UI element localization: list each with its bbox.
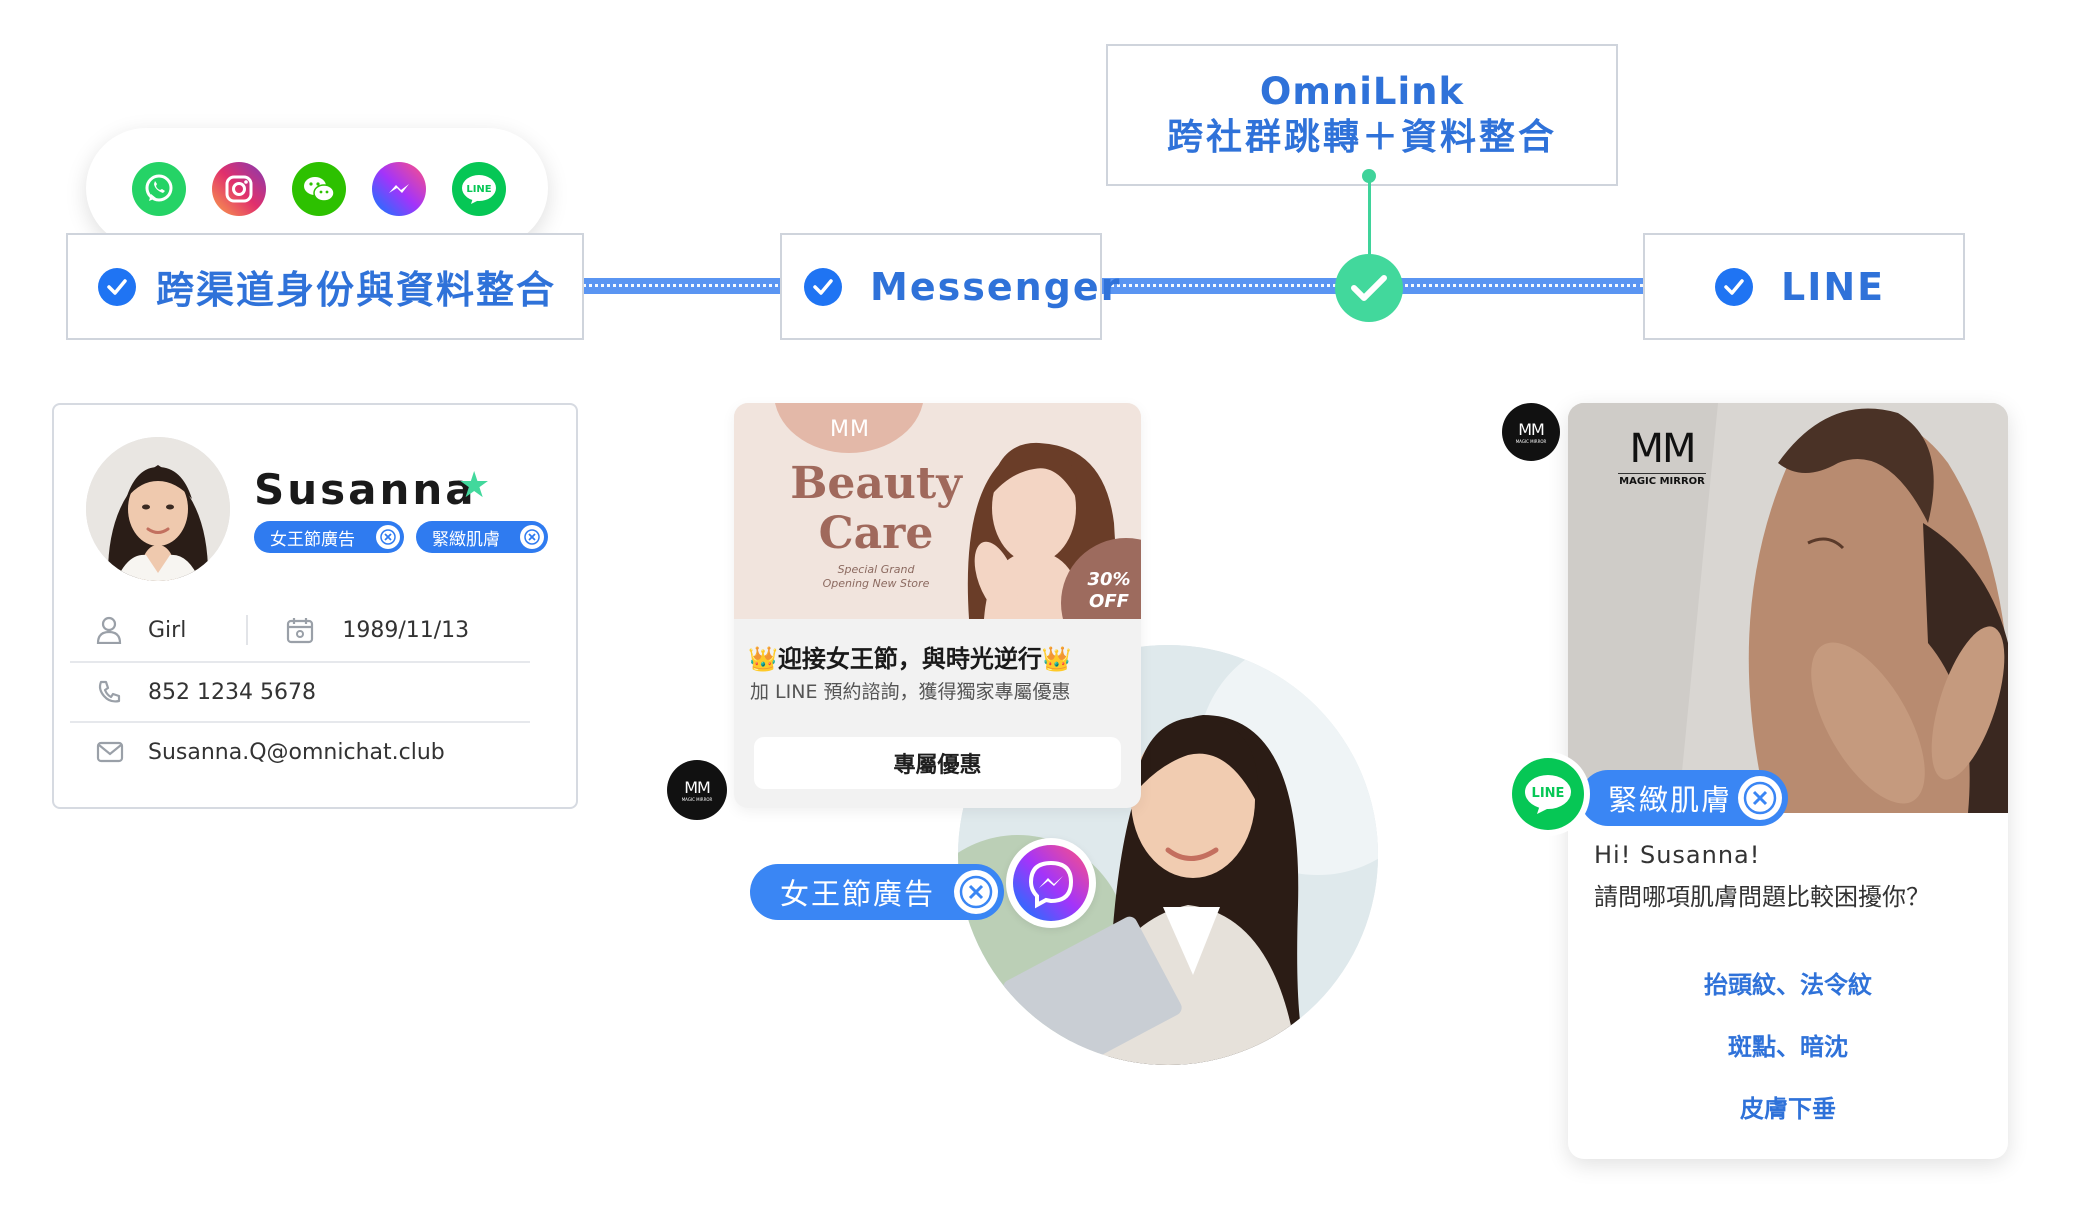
instagram-icon bbox=[212, 162, 266, 216]
brand-logo: MM MAGIC MIRROR bbox=[667, 760, 727, 820]
check-circle-icon bbox=[804, 267, 842, 306]
phone-value: 852 1234 5678 bbox=[148, 679, 316, 705]
connector-dots bbox=[576, 284, 1644, 287]
line-message-card: MM MAGIC MIRROR Hi! Susanna! 請問哪項肌膚問題比較困… bbox=[1568, 403, 2008, 1159]
brand-logo: MM MAGIC MIRROR bbox=[1502, 403, 1560, 461]
brand-logo-mark: MM bbox=[1518, 420, 1545, 439]
phone-icon bbox=[98, 680, 121, 703]
email-value: Susanna.Q@omnichat.club bbox=[148, 739, 445, 765]
gender-value: Girl bbox=[148, 617, 187, 643]
divider bbox=[246, 615, 249, 645]
brand-mark: MM bbox=[830, 417, 870, 442]
step-identity-label: 跨渠道身份與資料整合 bbox=[156, 268, 557, 312]
line-icon-text: LINE bbox=[1532, 786, 1565, 801]
remove-tag-icon[interactable] bbox=[1738, 776, 1782, 820]
step-messenger-label: Messenger bbox=[870, 264, 1122, 309]
ad-headline: 👑迎接女王節，與時光逆行👑 bbox=[748, 645, 1072, 673]
banner-subtitle-line1: Special Grand bbox=[837, 563, 915, 576]
brand-logo-name: MAGIC MIRROR bbox=[681, 797, 713, 802]
brand-logo-name: MAGIC MIRROR bbox=[1619, 476, 1705, 487]
step-line-label: LINE bbox=[1781, 264, 1886, 309]
step-line: LINE bbox=[1643, 233, 1965, 340]
profile-row-phone: 852 1234 5678 bbox=[70, 663, 530, 721]
customer-name: Susanna bbox=[254, 465, 477, 514]
line-icon-text: LINE bbox=[466, 184, 491, 195]
remove-tag-icon[interactable] bbox=[520, 525, 544, 549]
person-icon bbox=[96, 616, 122, 644]
brand-logo-name: MAGIC MIRROR bbox=[1515, 439, 1547, 444]
banner-subtitle-line2: Opening New Store bbox=[822, 577, 930, 590]
messenger-ad-card: MM Beauty Care Special Grand Opening New… bbox=[734, 403, 1141, 808]
tag-pill-label: 女王節廣告 bbox=[780, 877, 936, 911]
brand-logo-mark: MM bbox=[684, 778, 711, 797]
omnilink-check-icon bbox=[1335, 254, 1403, 322]
profile-row-email: Susanna.Q@omnichat.club bbox=[70, 723, 530, 781]
omnilink-box: OmniLink 跨社群跳轉＋資料整合 bbox=[1106, 44, 1618, 186]
messenger-icon bbox=[372, 162, 426, 216]
messenger-badge bbox=[1006, 838, 1096, 928]
remove-tag-icon[interactable] bbox=[376, 525, 400, 549]
option-forehead-lines[interactable]: 抬頭紋、法令紋 bbox=[1704, 971, 1872, 999]
birthday-value: 1989/11/13 bbox=[342, 617, 470, 643]
exclusive-offer-button[interactable]: 專屬優惠 bbox=[754, 737, 1121, 789]
check-circle-icon bbox=[1715, 267, 1753, 306]
discount-value: 30% bbox=[1087, 569, 1131, 590]
tag-queen-day: 女王節廣告 bbox=[254, 521, 404, 553]
customer-profile-card: Susanna ★ 女王節廣告 緊緻肌膚 Girl 1989/11/13 852… bbox=[52, 403, 578, 809]
whatsapp-icon bbox=[132, 162, 186, 216]
option-spots[interactable]: 斑點、暗沈 bbox=[1728, 1033, 1848, 1061]
wechat-icon bbox=[292, 162, 346, 216]
tag-pill-label: 緊緻肌膚 bbox=[1608, 783, 1733, 817]
line-question: 請問哪項肌膚問題比較困擾你？ bbox=[1594, 883, 1930, 911]
omnilink-subtitle: 跨社群跳轉＋資料整合 bbox=[1166, 117, 1557, 158]
step-identity: 跨渠道身份與資料整合 bbox=[66, 233, 584, 340]
omnilink-connector-dot bbox=[1362, 169, 1376, 183]
discount-off: OFF bbox=[1089, 591, 1129, 612]
calendar-icon bbox=[287, 618, 314, 644]
brand-logo-line: MM MAGIC MIRROR bbox=[1612, 427, 1712, 487]
banner-title: Beauty Care bbox=[776, 459, 976, 559]
line-greeting: Hi! Susanna! bbox=[1594, 841, 1761, 869]
tag-label: 女王節廣告 bbox=[270, 529, 355, 550]
line-icon: LINE bbox=[452, 162, 506, 216]
line-card-photo: MM MAGIC MIRROR bbox=[1568, 403, 2008, 813]
brand-logo-mark: MM bbox=[1629, 426, 1696, 472]
remove-tag-icon[interactable] bbox=[954, 870, 998, 914]
tag-label: 緊緻肌膚 bbox=[432, 529, 500, 550]
mail-icon bbox=[96, 741, 124, 763]
tag-firming-skin: 緊緻肌膚 bbox=[416, 521, 548, 553]
omnilink-connector bbox=[1368, 176, 1371, 260]
line-badge: LINE bbox=[1506, 752, 1590, 836]
profile-row-basic: Girl 1989/11/13 bbox=[70, 601, 530, 659]
omnilink-title: OmniLink bbox=[1259, 70, 1465, 113]
divider bbox=[70, 661, 530, 663]
option-sagging-skin[interactable]: 皮膚下垂 bbox=[1740, 1095, 1836, 1123]
divider bbox=[70, 721, 530, 723]
tag-pill-firming-skin: 緊緻肌膚 bbox=[1580, 770, 1788, 826]
social-channels-pill: LINE bbox=[86, 128, 548, 248]
avatar bbox=[86, 437, 230, 581]
tag-pill-queen-day: 女王節廣告 bbox=[750, 864, 1004, 920]
discount-badge: 30% OFF bbox=[1079, 569, 1139, 613]
check-circle-icon bbox=[98, 267, 136, 306]
ad-body: 加 LINE 預約諮詢，獲得獨家專屬優惠 bbox=[750, 681, 1071, 703]
step-messenger: Messenger bbox=[780, 233, 1119, 340]
banner-subtitle: Special Grand Opening New Store bbox=[776, 563, 976, 591]
line-icon: LINE bbox=[1512, 758, 1584, 830]
banner-title-line1: Beauty bbox=[790, 458, 962, 509]
banner-title-line2: Care bbox=[818, 508, 934, 559]
ad-banner: MM Beauty Care Special Grand Opening New… bbox=[734, 403, 1141, 619]
messenger-icon bbox=[1013, 845, 1089, 921]
star-icon: ★ bbox=[458, 465, 491, 506]
